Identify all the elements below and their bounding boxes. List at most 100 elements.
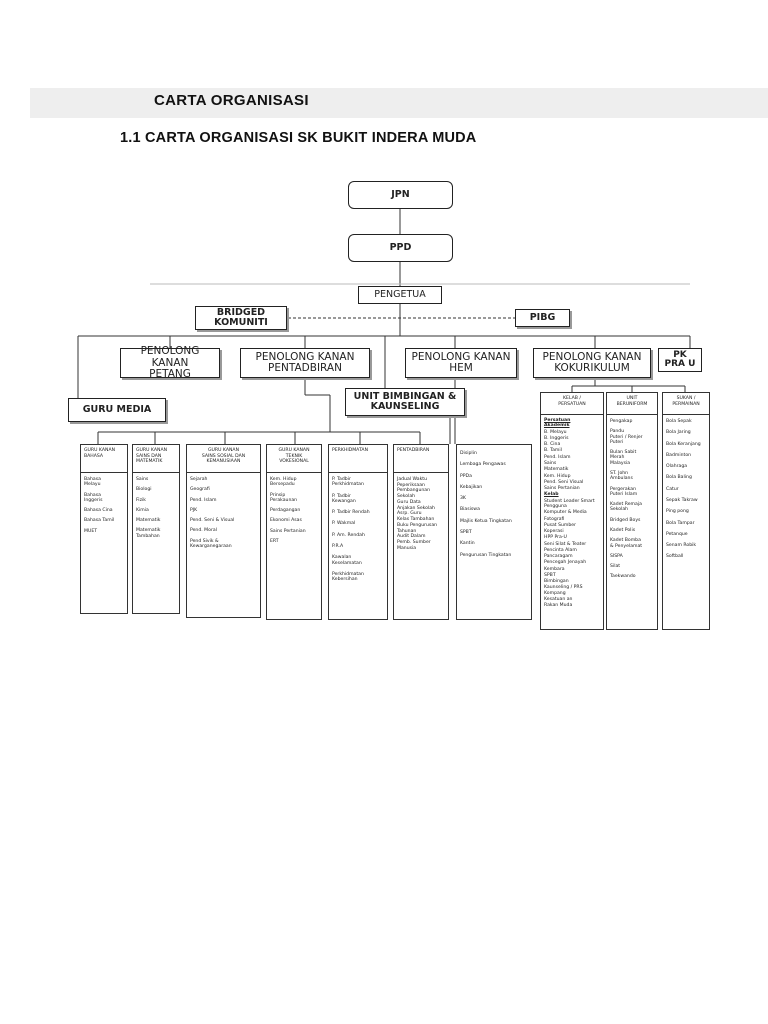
list-item: Bahasa Cina bbox=[84, 508, 113, 514]
list-item: P. Wakmal bbox=[332, 521, 356, 527]
list-item: Pend Sivik & Kewarganegaraan bbox=[190, 538, 232, 549]
list-item: Disiplin bbox=[460, 451, 477, 456]
dept-head: UNIT BERUNIFORM bbox=[607, 393, 657, 415]
page-title: CARTA ORGANISASI bbox=[154, 92, 309, 109]
list-item: Pencinta Alam bbox=[544, 547, 577, 553]
dept-sains-matematik: GURU KANAN SAINS DAN MATEMATIK Sains Bio… bbox=[132, 444, 180, 614]
list-item: PJK bbox=[190, 507, 198, 513]
box-jpn: JPN bbox=[348, 181, 453, 209]
list-item: Silat bbox=[610, 564, 621, 570]
list-item: Matematik bbox=[136, 518, 161, 524]
dept-head: KELAB / PERSATUAN bbox=[541, 393, 603, 415]
list-item: Taekwando bbox=[610, 574, 636, 580]
list-item: Pend. Islam bbox=[190, 497, 217, 503]
dept-kelab-persatuan: KELAB / PERSATUAN Persatuan Akademik B. … bbox=[540, 392, 604, 630]
list-item: Fotografi bbox=[544, 516, 565, 522]
list-item: Biologi bbox=[136, 487, 152, 493]
list-item: Matematik Tambahan bbox=[136, 528, 161, 539]
list-item: Kantin bbox=[460, 541, 475, 547]
list-item: Catur bbox=[666, 486, 679, 492]
box-pk-pentadbiran: PENOLONG KANAN PENTADBIRAN bbox=[240, 348, 370, 378]
box-ppd: PPD bbox=[348, 234, 453, 262]
list-item: Bola Sepak bbox=[666, 419, 692, 424]
list-item: Kadet Polis bbox=[610, 527, 636, 533]
box-unit-bimbingan: UNIT BIMBINGAN & KAUNSELING bbox=[345, 388, 465, 416]
list-item: Bridged Boys bbox=[610, 517, 641, 523]
box-pk-kokurikulum: PENOLONG KANAN KOKURIKULUM bbox=[533, 348, 651, 378]
list-item: Sejarah bbox=[190, 477, 208, 482]
list-item: Bahasa Melayu bbox=[84, 477, 101, 488]
list-item: SPBT bbox=[544, 573, 556, 579]
dept-head: GURU KANAN SAINS SOSIAL DAN KEMANUSIAAN bbox=[187, 445, 260, 473]
list-item: Bimbingan Kaunseling / PRS bbox=[544, 579, 583, 590]
list-item: Bola Jaring bbox=[666, 430, 691, 436]
list-item: Senam Robik bbox=[666, 543, 697, 549]
dept-head: GURU KANAN SAINS DAN MATEMATIK bbox=[133, 445, 179, 473]
section-title: 1.1 CARTA ORGANISASI SK BUKIT INDERA MUD… bbox=[120, 130, 477, 146]
list-item: Biasiswa bbox=[460, 507, 480, 513]
list-item: ERT bbox=[270, 538, 279, 544]
list-item: Matematik bbox=[544, 467, 569, 473]
list-item: Sains bbox=[136, 477, 149, 482]
list-item: B. Inggeris bbox=[544, 435, 569, 441]
box-guru-media: GURU MEDIA bbox=[68, 398, 166, 422]
list-item: Bahasa Tamil bbox=[84, 518, 115, 524]
list-item: Kesatuan an bbox=[544, 597, 573, 603]
list-item: Perkhidmatan Kebersihan bbox=[332, 571, 364, 583]
list-item: Student Leader Smart Pengguna bbox=[544, 498, 595, 509]
list-item: B. Melayu bbox=[544, 429, 567, 435]
list-item: Kembara bbox=[544, 566, 565, 572]
list-item: Perdagangan bbox=[270, 508, 301, 514]
list-item: Bulan Sabit Merah Malaysia bbox=[610, 450, 637, 466]
list-item: Sepak Takraw bbox=[666, 497, 698, 503]
list-item: Sains Pertanian bbox=[544, 486, 580, 492]
box-pengetua: PENGETUA bbox=[358, 286, 442, 304]
dept-head: SUKAN / PERMAINAN bbox=[663, 393, 709, 415]
dept-sains-sosial: GURU KANAN SAINS SOSIAL DAN KEMANUSIAAN … bbox=[186, 444, 261, 618]
title-band bbox=[30, 88, 768, 118]
list-item: Pengakap bbox=[610, 419, 633, 424]
dept-hem: Disiplin Lembaga Pengawas PPDa Kebajikan… bbox=[456, 444, 532, 620]
list-item: Pengurusan Tingkatan bbox=[460, 552, 512, 558]
list-item: P. Tadbir Perkhidmatan bbox=[332, 477, 364, 488]
list-item: PPDa bbox=[460, 473, 472, 479]
list-item: Jadual Waktu Peperiksaan Pembangunan Sek… bbox=[397, 477, 438, 551]
list-item: B. Cina bbox=[544, 442, 561, 448]
list-item: Kadet Bomba & Penyelamat bbox=[610, 538, 643, 549]
list-item: Lembaga Pengawas bbox=[460, 462, 506, 468]
dept-head: PENTADBIRAN bbox=[394, 445, 448, 473]
list-item: Pergerakan Puteri Islam bbox=[610, 486, 638, 497]
list-item: Softball bbox=[666, 554, 684, 560]
list-item: Kem. Hidup Bersepadu bbox=[270, 477, 297, 488]
list-item: Pencegah Jenayah bbox=[544, 560, 587, 566]
list-item: Sains Pertanian bbox=[270, 528, 306, 534]
list-item: Persatuan Akademik bbox=[544, 418, 571, 429]
list-item: MUET bbox=[84, 528, 98, 534]
list-item: Kelab bbox=[544, 492, 559, 498]
list-item: Ekonomi Asas bbox=[270, 518, 302, 524]
list-item: Kadet Remaja Sekolah bbox=[610, 502, 642, 513]
box-pk-hem: PENOLONG KANAN HEM bbox=[405, 348, 517, 378]
dept-bahasa: GURU KANAN BAHASA Bahasa Melayu Bahasa I… bbox=[80, 444, 128, 614]
list-item: Pend. Seni & Visual bbox=[190, 518, 235, 524]
list-item: Prinsip Perakaunan bbox=[270, 492, 298, 503]
list-item: Pend. Moral bbox=[190, 528, 217, 534]
dept-head: PERKHIDMATAN bbox=[329, 445, 387, 473]
list-item: Kimia bbox=[136, 507, 149, 513]
list-item: Pancaragam bbox=[544, 554, 573, 560]
list-item: P.R.A bbox=[332, 543, 344, 549]
list-item: Seni Silat & Teater bbox=[544, 541, 587, 547]
dept-sukan-permainan: SUKAN / PERMAINAN Bola Sepak Bola Jaring… bbox=[662, 392, 710, 630]
list-item: 3K bbox=[460, 496, 466, 502]
list-item: B. Tamil bbox=[544, 448, 562, 454]
box-pk-petang: PENOLONG KANAN PETANG bbox=[120, 346, 220, 379]
list-item: Ping pong bbox=[666, 509, 689, 515]
list-item: P. Am. Rendah bbox=[332, 532, 365, 538]
list-item: Komputer & Media bbox=[544, 510, 587, 516]
list-item: Pandu Puteri / Renjer Puteri bbox=[610, 429, 643, 445]
list-item: Geografi bbox=[190, 487, 210, 493]
list-item: Bahasa Inggeris bbox=[84, 492, 103, 503]
dept-perkhidmatan: PERKHIDMATAN P. Tadbir Perkhidmatan P. T… bbox=[328, 444, 388, 620]
dept-unit-beruniform: UNIT BERUNIFORM Pengakap Pandu Puteri / … bbox=[606, 392, 658, 630]
list-item: Kawalan Keselamatan bbox=[332, 555, 362, 566]
